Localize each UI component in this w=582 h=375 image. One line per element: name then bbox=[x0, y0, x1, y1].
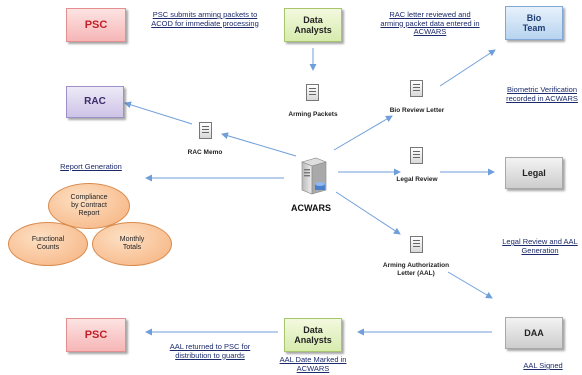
note-report-generation: Report Generation bbox=[60, 162, 122, 171]
data-analysts-bottom-box: Data Analysts bbox=[284, 318, 342, 352]
document-icon bbox=[410, 236, 423, 253]
note-psc-submits: PSC submits arming packets to ACOD for i… bbox=[151, 10, 259, 28]
document-icon bbox=[410, 80, 423, 97]
psc-bottom-label: PSC bbox=[84, 329, 108, 341]
arrow-racmemo-to-rac bbox=[124, 101, 193, 125]
acwars-label: ACWARS bbox=[291, 203, 331, 213]
bio-review-letter-label: Bio Review Letter bbox=[389, 107, 445, 114]
legal-review-label: Legal Review bbox=[396, 176, 438, 183]
legal-label: Legal bbox=[522, 168, 546, 178]
arrow-aal-to-daa bbox=[447, 271, 493, 299]
psc-top-label: PSC bbox=[84, 19, 108, 31]
compliance-report-oval: Compliance by Contract Report bbox=[48, 183, 130, 229]
arming-packets-label: Arming Packets bbox=[288, 111, 338, 118]
functional-counts-label: Functional Counts bbox=[31, 236, 65, 251]
legal-box: Legal bbox=[505, 157, 563, 189]
note-biometric: Biometric Verification recorded in ACWAR… bbox=[506, 85, 578, 103]
arrow-biodoc-to-bioteam bbox=[439, 49, 496, 87]
bio-team-box: Bio Team bbox=[505, 6, 563, 40]
note-aal-date: AAL Date Marked in ACWARS bbox=[279, 355, 347, 373]
note-rac-letter: RAC letter reviewed and arming packet da… bbox=[380, 10, 480, 36]
data-analysts-bottom-label: Data Analysts bbox=[294, 325, 332, 345]
document-icon bbox=[410, 147, 423, 164]
monthly-totals-label: Monthly Totals bbox=[119, 236, 145, 251]
note-legal-review-gen: Legal Review and AAL Generation bbox=[502, 237, 578, 255]
data-analysts-top-box: Data Analysts bbox=[284, 8, 342, 42]
compliance-report-label: Compliance by Contract Report bbox=[70, 194, 108, 217]
arrow-acwars-to-biodoc bbox=[333, 115, 393, 151]
daa-label: DAA bbox=[524, 328, 544, 338]
monthly-totals-oval: Monthly Totals bbox=[92, 222, 172, 266]
arrow-acwars-to-racmemo bbox=[221, 132, 297, 157]
note-aal-signed: AAL Signed bbox=[523, 361, 563, 370]
server-icon bbox=[301, 157, 327, 195]
rac-box: RAC bbox=[66, 86, 124, 118]
rac-label: RAC bbox=[84, 96, 106, 107]
rac-memo-label: RAC Memo bbox=[187, 149, 223, 156]
document-icon bbox=[306, 84, 319, 101]
functional-counts-oval: Functional Counts bbox=[8, 222, 88, 266]
document-icon bbox=[199, 122, 212, 139]
psc-top-box: PSC bbox=[66, 8, 126, 42]
note-aal-returned: AAL returned to PSC for distribution to … bbox=[169, 342, 251, 360]
daa-box: DAA bbox=[505, 317, 563, 349]
aal-letter-label: Arming Authorization Letter (AAL) bbox=[382, 262, 450, 277]
bio-team-label: Bio Team bbox=[522, 13, 546, 33]
arrow-acwars-to-aaldoc bbox=[335, 191, 401, 235]
psc-bottom-box: PSC bbox=[66, 318, 126, 352]
data-analysts-top-label: Data Analysts bbox=[294, 15, 332, 35]
